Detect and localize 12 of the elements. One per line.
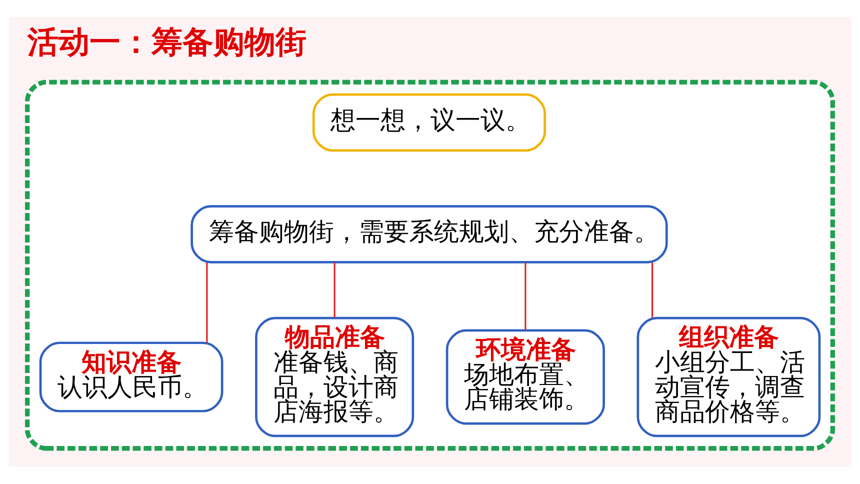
node-box: 知识准备 认识人民币。 xyxy=(39,342,224,412)
connector xyxy=(524,262,526,330)
cluster xyxy=(25,80,835,451)
node-box: 想一想，议一议。 xyxy=(312,93,546,152)
node-box: 筹备购物街，需要系统规划、充分准备。 xyxy=(190,205,668,264)
connector xyxy=(652,262,654,318)
connector xyxy=(206,262,208,343)
diagram-title: 活动一：筹备购物街 xyxy=(27,24,306,61)
connector xyxy=(334,262,336,318)
node-box: 环境准备 场地布置、店铺装饰。 xyxy=(446,329,605,425)
node-box: 物品准备 准备钱、商品，设计商店海报等。 xyxy=(255,316,414,438)
node-box: 组织准备 小组分工、活动宣传，调查商品价格等。 xyxy=(636,316,821,438)
